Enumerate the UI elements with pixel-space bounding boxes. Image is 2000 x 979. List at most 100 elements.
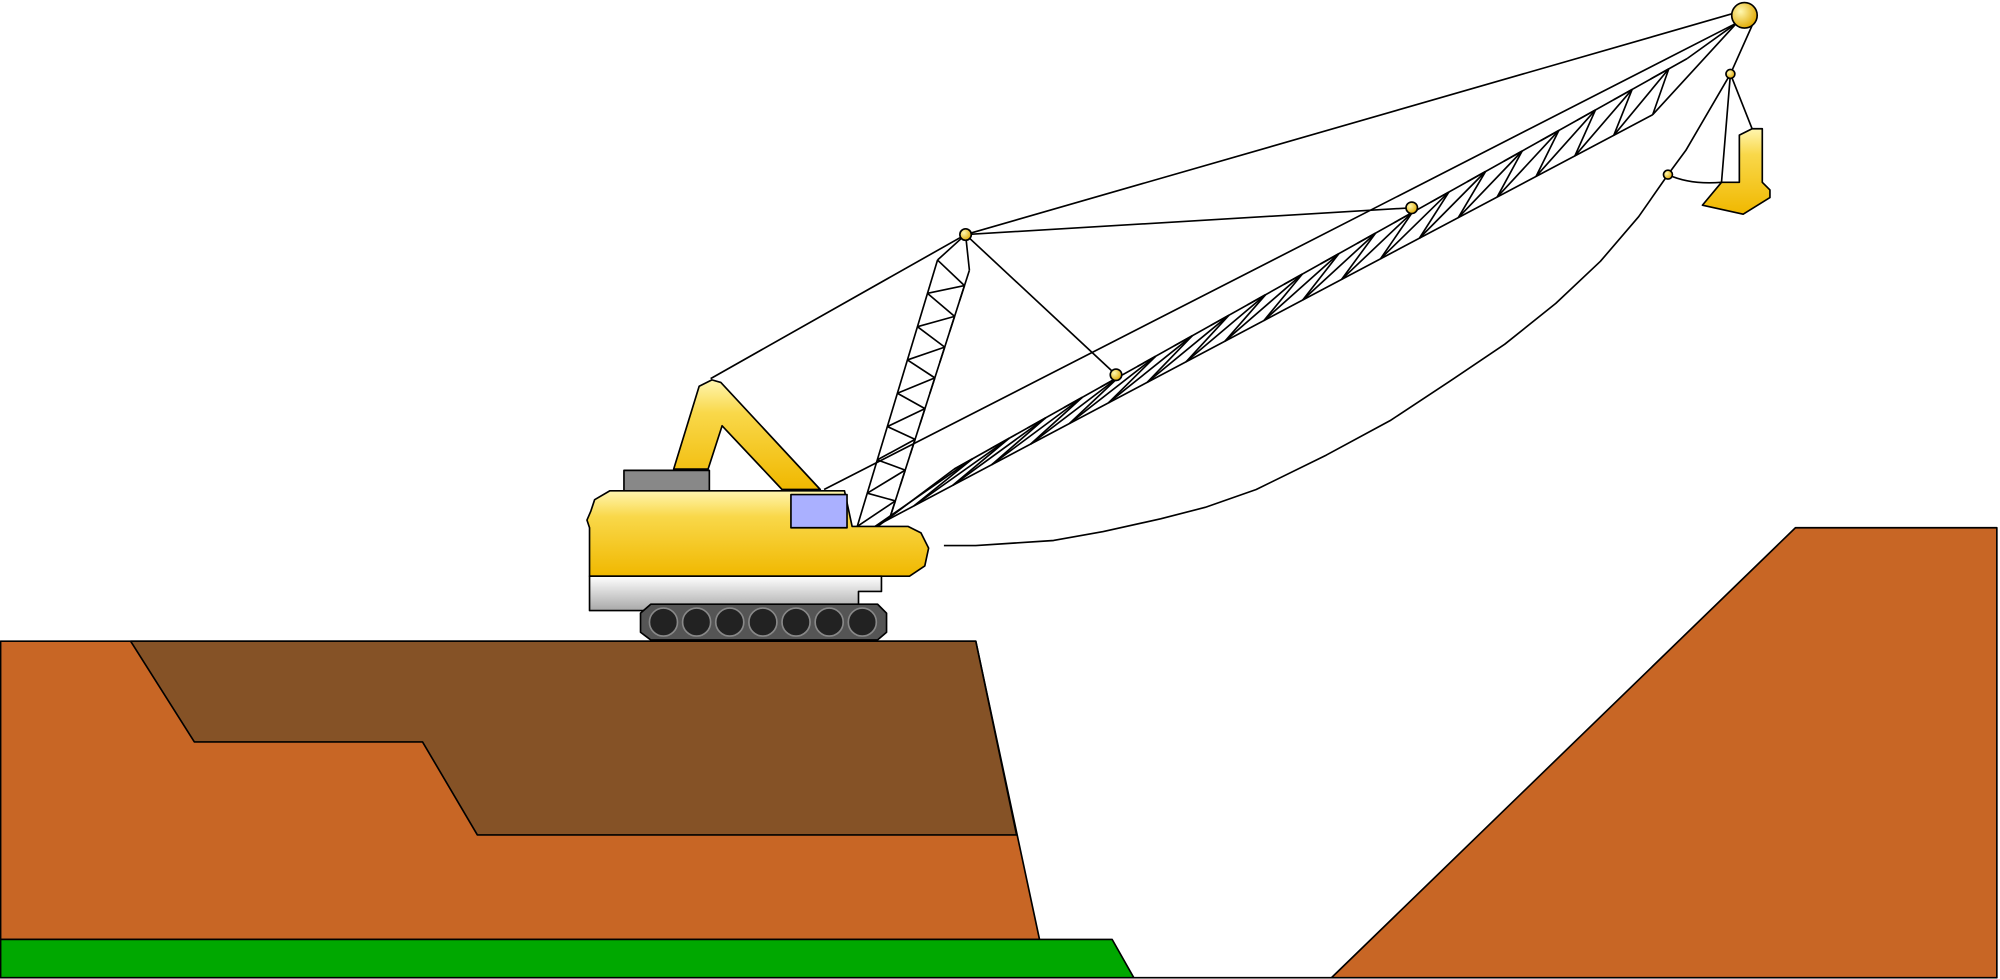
mast-brace [927, 284, 965, 295]
mast-brace [867, 492, 896, 502]
mast-brace [936, 259, 966, 287]
boom-brace [1574, 109, 1597, 157]
boom-strut [1320, 252, 1340, 265]
boom-strut [1356, 232, 1376, 245]
boom-strut [1027, 417, 1047, 429]
boom-brace [1457, 150, 1523, 219]
machine-house [586, 489, 930, 578]
mast-strut [889, 500, 897, 517]
boom-strut [1466, 170, 1486, 183]
mast-strut [909, 439, 916, 456]
boom-suspension-line [965, 9, 1745, 236]
boom-brace [1107, 335, 1193, 404]
boom-brace [1341, 211, 1413, 281]
boom-lattice [874, 22, 1738, 528]
mast-brace [926, 292, 956, 318]
track-wheel [648, 607, 679, 637]
boom-strut [1613, 88, 1633, 101]
mast-brace [916, 325, 946, 348]
boom-brace [1263, 252, 1340, 322]
boom-strut [1650, 68, 1670, 80]
mast-strut [958, 285, 966, 302]
boom-brace [1030, 396, 1083, 445]
boom-brace [1379, 191, 1450, 260]
drag-chain [1667, 173, 1722, 184]
boom-chord [877, 468, 955, 528]
drag-rope [943, 73, 1732, 547]
mast-brace [907, 346, 945, 361]
boom-brace [1302, 253, 1340, 301]
cab-window [790, 493, 848, 529]
boom-chord [1686, 22, 1738, 60]
mast-strut [899, 469, 906, 486]
counterweight [623, 469, 711, 492]
boom-brace [1146, 335, 1193, 383]
boom-strut [1576, 109, 1596, 121]
boom-strut [953, 458, 973, 470]
boom-brace [952, 417, 1047, 486]
boom-strut [1173, 334, 1193, 347]
mast-strut [938, 346, 946, 363]
boom-brace [1340, 232, 1377, 280]
a-frame-arm [672, 379, 822, 491]
inner-pendant-line [965, 233, 1117, 376]
mast-brace [917, 315, 955, 328]
boom-brace [1224, 294, 1267, 342]
boom-brace [1496, 129, 1560, 198]
boom-brace [1418, 191, 1450, 239]
boom-brace [1574, 88, 1633, 157]
excavated-layer [129, 640, 1018, 836]
bucket-chain [1729, 73, 1753, 130]
boom-strut [1540, 129, 1560, 142]
boom-brace [1613, 68, 1670, 136]
track-wheel [714, 607, 745, 637]
boom-pendant-pin-2 [1405, 201, 1419, 215]
pendant-line [710, 233, 966, 380]
boom-brace [1379, 212, 1413, 260]
track-wheels [648, 607, 878, 637]
grass-strip [0, 938, 1135, 979]
boom-brace [1651, 68, 1670, 116]
boom-strut [1210, 314, 1230, 327]
mast-strut [929, 377, 936, 394]
dragline-bucket [1701, 127, 1771, 215]
mast-strut [919, 408, 926, 425]
rigging [710, 9, 1753, 547]
boom-strut [1283, 273, 1303, 286]
boom-brace [913, 437, 1010, 507]
hoist-line [823, 22, 1738, 491]
boom-strut [1503, 150, 1523, 162]
boom-strut [1246, 293, 1267, 306]
mid-pendant-line [965, 206, 1412, 236]
boom-tip-sheave [1730, 1, 1759, 29]
mast-lattice [856, 233, 971, 528]
boom-brace [1185, 294, 1267, 363]
boom-strut [1430, 191, 1450, 204]
right-spoil-pile [1330, 526, 1998, 979]
mast-brace [877, 459, 906, 471]
boom-brace [1068, 355, 1157, 425]
boom-tip-brace [1652, 22, 1738, 116]
mast-strut [948, 316, 956, 333]
boom-strut [1136, 355, 1157, 368]
boom-brace [1457, 171, 1487, 219]
boom-strut [990, 437, 1010, 450]
boom-brace [991, 417, 1047, 466]
boom-brace [991, 396, 1083, 466]
boom-brace [1224, 273, 1303, 342]
mast-brace [876, 438, 916, 461]
track-wheel [681, 607, 712, 637]
boom-brace [1613, 89, 1633, 136]
mast-brace [897, 377, 936, 395]
boom-brace [1185, 314, 1230, 363]
boom-strut [1393, 211, 1413, 224]
boom-brace [1030, 376, 1120, 445]
mast-brace [886, 425, 916, 441]
mast-brace [896, 392, 926, 410]
boom-brace [1068, 376, 1120, 425]
boom-chord [874, 113, 1654, 528]
boom-brace [1107, 355, 1157, 404]
rotating-base [588, 575, 883, 612]
mast-brace [866, 469, 906, 494]
